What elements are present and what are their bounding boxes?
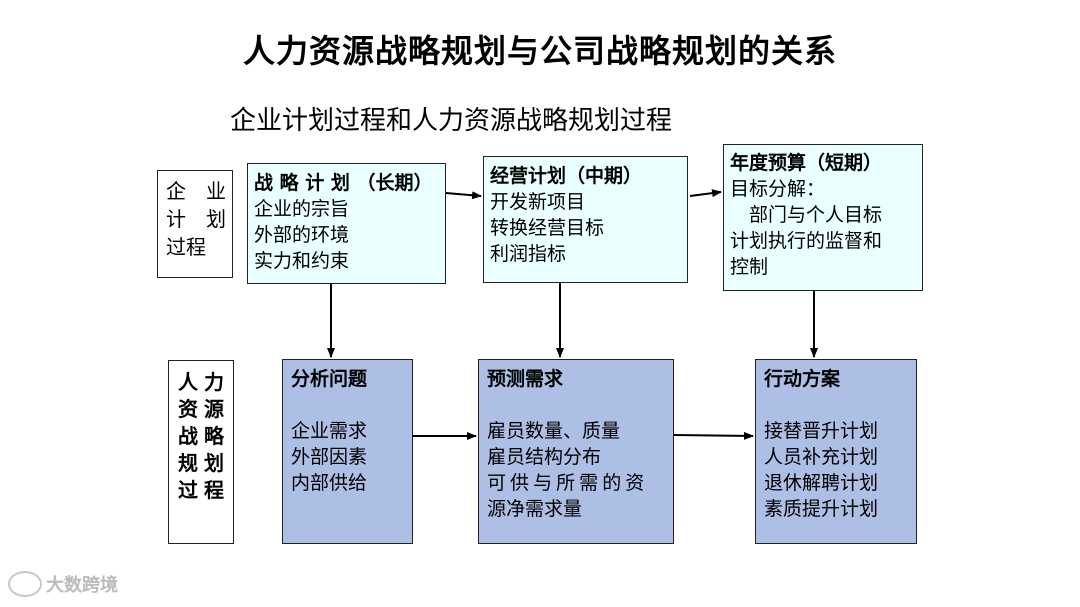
box-line: 企业的宗旨 (254, 198, 350, 220)
box-line: 人员补充计划 (764, 446, 879, 468)
forecast-demand-box: 预测需求 雇员数量、质量 雇员结构分布 可 供 与 所 需 的 资 源净需求量 (478, 359, 674, 544)
box-heading: 预测需求 (487, 368, 564, 390)
arrow-business-to-budget (689, 189, 722, 198)
box-line: 雇员数量、质量 (487, 420, 621, 442)
box-heading: 经营计划（中期） (490, 165, 643, 187)
box-line: 退休解聘计划 (764, 472, 879, 494)
label-line: 计 划 (166, 207, 226, 231)
page-title: 人力资源战略规划与公司战略规划的关系 (242, 32, 837, 70)
box-line: 实力和约束 (254, 250, 350, 272)
label-line: 人力 (178, 370, 230, 394)
corporate-process-label: 企 业 计 划 过程 (157, 170, 233, 278)
box-heading: 行动方案 (764, 368, 841, 390)
analyze-problem-box: 分析问题 企业需求 外部因素 内部供给 (282, 359, 413, 544)
box-line: 可 供 与 所 需 的 资 (487, 472, 644, 494)
action-plan-box: 行动方案 接替晋升计划 人员补充计划 退休解聘计划 素质提升计划 (755, 359, 917, 544)
box-heading: 年度预算（短期） (730, 152, 883, 174)
arrow-forecast-to-action (673, 431, 754, 440)
watermark-logo-icon (8, 571, 42, 597)
box-heading: 战 略 计 划 （长期） (254, 172, 433, 194)
hr-process-label: 人力 资源 战略 规划 过程 (168, 360, 234, 544)
box-line: 部门与个人目标 (730, 204, 883, 226)
box-line: 控制 (730, 256, 769, 278)
label-line: 企 业 (166, 179, 226, 203)
annual-budget-box: 年度预算（短期） 目标分解： 部门与个人目标 计划执行的监督和 控制 (723, 144, 923, 291)
box-heading: 分析问题 (291, 368, 368, 390)
box-line: 转换经营目标 (490, 217, 605, 239)
watermark-text: 大数跨境 (46, 575, 118, 596)
box-line: 外部因素 (291, 446, 368, 468)
box-line: 目标分解： (730, 178, 826, 200)
label-line: 过程 (178, 478, 230, 502)
box-line: 利润指标 (490, 243, 567, 265)
arrow-strategic-to-business (445, 191, 482, 200)
box-line: 开发新项目 (490, 191, 586, 213)
watermark: 大数跨境 (8, 571, 118, 597)
box-line: 素质提升计划 (764, 498, 879, 520)
box-line: 源净需求量 (487, 498, 583, 520)
business-plan-box: 经营计划（中期） 开发新项目 转换经营目标 利润指标 (483, 156, 688, 283)
box-line: 接替晋升计划 (764, 420, 879, 442)
label-line: 过程 (166, 235, 206, 259)
label-line: 战略 (178, 424, 230, 448)
page-subtitle: 企业计划过程和人力资源战略规划过程 (230, 106, 673, 136)
strategic-plan-box: 战 略 计 划 （长期） 企业的宗旨 外部的环境 实力和约束 (247, 163, 446, 284)
box-line: 雇员结构分布 (487, 446, 602, 468)
box-line: 企业需求 (291, 420, 368, 442)
label-line: 资源 (178, 397, 230, 421)
box-line: 计划执行的监督和 (730, 230, 883, 252)
box-line: 内部供给 (291, 472, 368, 494)
box-line: 外部的环境 (254, 224, 350, 246)
label-line: 规划 (178, 451, 230, 475)
